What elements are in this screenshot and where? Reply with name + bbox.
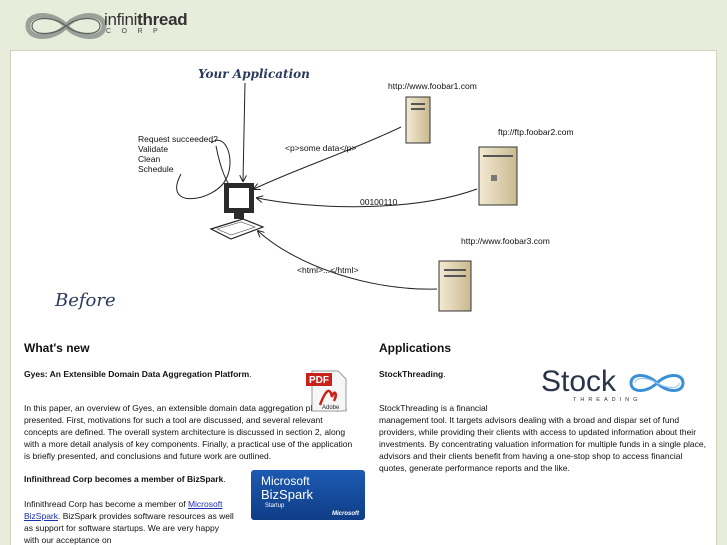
before-label: Before	[54, 290, 116, 311]
news-item-body: Infinithread Corp has become a member of…	[24, 499, 234, 545]
app-item-title[interactable]: StockThreading.	[379, 369, 446, 379]
server-2-url: ftp://ftp.foobar2.com	[498, 127, 574, 137]
step-request: Request succeeded?	[138, 134, 218, 144]
svg-text:Stock: Stock	[541, 365, 617, 398]
architecture-diagram: Your Application Request succeeded? Vali…	[54, 67, 574, 312]
content-panel: Your Application Request succeeded? Vali…	[10, 50, 717, 545]
server-2-icon	[478, 146, 518, 206]
server-3-arrow	[258, 231, 438, 290]
step-schedule: Schedule	[138, 164, 174, 174]
app-item-stockthreading: StockThreading. Stock THREADING StockThr…	[379, 365, 709, 474]
brand-name[interactable]: infinithread	[104, 10, 188, 29]
computer-icon	[209, 183, 265, 240]
news-item-gyes: Gyes: An Extensible Domain Data Aggregat…	[24, 369, 354, 462]
whats-new-heading: What's new	[24, 341, 90, 355]
diagram-title: Your Application	[198, 67, 310, 81]
server-3-icon	[438, 260, 472, 312]
svg-text:Adobe: Adobe	[322, 405, 340, 411]
news-item-title[interactable]: Infinithread Corp becomes a member of Bi…	[24, 474, 226, 484]
server-2-message: 00100110	[360, 197, 397, 207]
news-item-title[interactable]: Gyes: An Extensible Domain Data Aggregat…	[24, 369, 252, 379]
news-item-bizspark: Infinithread Corp becomes a member of Bi…	[24, 470, 365, 545]
app-item-body: management tool. It targets advisors dea…	[379, 415, 706, 473]
whats-new-section: What's new Gyes: An Extensible Domain Da…	[24, 341, 365, 545]
step-clean: Clean	[138, 154, 160, 164]
app-item-body-intro: StockThreading is a financial	[379, 403, 488, 413]
svg-text:THREADING: THREADING	[573, 397, 641, 403]
bizspark-link[interactable]: Microsoft BizSpark	[24, 499, 223, 521]
server-3-message: <html>...</html>	[297, 265, 358, 275]
svg-text:PDF: PDF	[309, 375, 329, 386]
applications-section: Applications StockThreading. Stock THREA…	[379, 341, 709, 474]
pdf-icon[interactable]: PDF Adobe	[304, 367, 348, 413]
server-1-url: http://www.foobar1.com	[388, 81, 477, 91]
title-arrow	[243, 82, 245, 181]
stockthreading-logo[interactable]: Stock THREADING	[539, 365, 709, 405]
server-2-arrow	[257, 188, 478, 208]
bizspark-badge[interactable]: Microsoft BizSpark Startup Microsoft	[251, 470, 365, 520]
brand-subtitle: CORP	[106, 28, 169, 35]
server-1-message: <p>some data</p>	[285, 143, 356, 153]
loop-arrow-outer	[176, 139, 231, 200]
applications-heading: Applications	[379, 341, 452, 355]
server-1-arrow	[254, 126, 402, 189]
news-item-body: In this paper, an overview of Gyes, an e…	[24, 403, 353, 461]
header: infinithread CORP	[0, 0, 727, 50]
server-1-icon	[405, 96, 431, 144]
infinity-logo-icon[interactable]	[20, 6, 200, 46]
step-validate: Validate	[138, 144, 168, 154]
server-3-url: http://www.foobar3.com	[461, 236, 550, 246]
